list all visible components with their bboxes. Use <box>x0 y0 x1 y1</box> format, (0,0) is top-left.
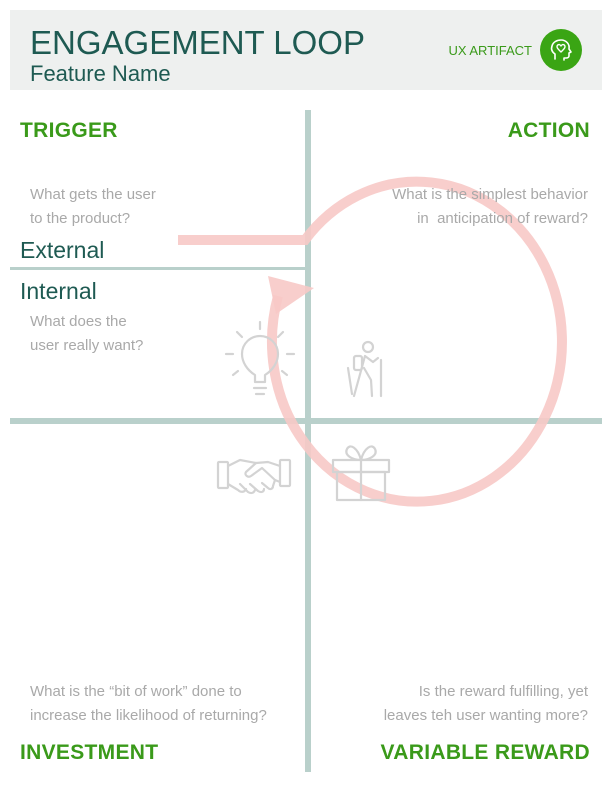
trigger-question-line: What gets the user <box>30 186 156 203</box>
internal-label: Internal <box>20 278 97 304</box>
investment-question-line: What is the “bit of work” done to <box>30 683 242 700</box>
page-title: ENGAGEMENT LOOP <box>30 24 365 61</box>
action-question-line: What is the simplest behavior <box>392 186 588 203</box>
variable-reward-question: Is the reward fulfilling, yet leaves teh… <box>384 680 588 728</box>
internal-question-line: What does the <box>30 313 127 330</box>
variable-reward-question-line: Is the reward fulfilling, yet <box>418 683 588 700</box>
feature-name: Feature Name <box>30 61 171 86</box>
action-question: What is the simplest behavior in anticip… <box>392 183 588 231</box>
internal-question-line: user really want? <box>30 337 144 354</box>
action-label: ACTION <box>507 119 590 142</box>
trigger-question-line: to the product? <box>30 210 131 227</box>
ux-artifact-label: UX ARTIFACT <box>448 43 532 58</box>
header-banner: ENGAGEMENT LOOP Feature Name UX ARTIFACT <box>10 10 602 90</box>
trigger-label: TRIGGER <box>20 119 118 142</box>
investment-label: INVESTMENT <box>20 741 159 764</box>
loop-arrow-head <box>268 276 314 314</box>
head-heart-icon <box>540 29 582 71</box>
internal-question: What does the user really want? <box>30 310 143 358</box>
investment-question: What is the “bit of work” done to increa… <box>30 680 267 728</box>
handshake-icon <box>216 458 292 495</box>
hiker-icon <box>346 340 383 398</box>
external-label: External <box>20 237 105 263</box>
gift-icon <box>331 445 391 502</box>
external-internal-divider <box>10 267 305 270</box>
action-question-line: in anticipation of reward? <box>417 210 588 227</box>
loop-arrow <box>178 176 567 507</box>
variable-reward-question-line: leaves teh user wanting more? <box>383 707 588 724</box>
investment-question-line: increase the likelihood of returning? <box>30 707 267 724</box>
lightbulb-icon <box>224 320 296 396</box>
trigger-question: What gets the user to the product? <box>30 183 156 231</box>
horizontal-divider <box>10 418 602 424</box>
variable-reward-label: VARIABLE REWARD <box>380 741 590 764</box>
